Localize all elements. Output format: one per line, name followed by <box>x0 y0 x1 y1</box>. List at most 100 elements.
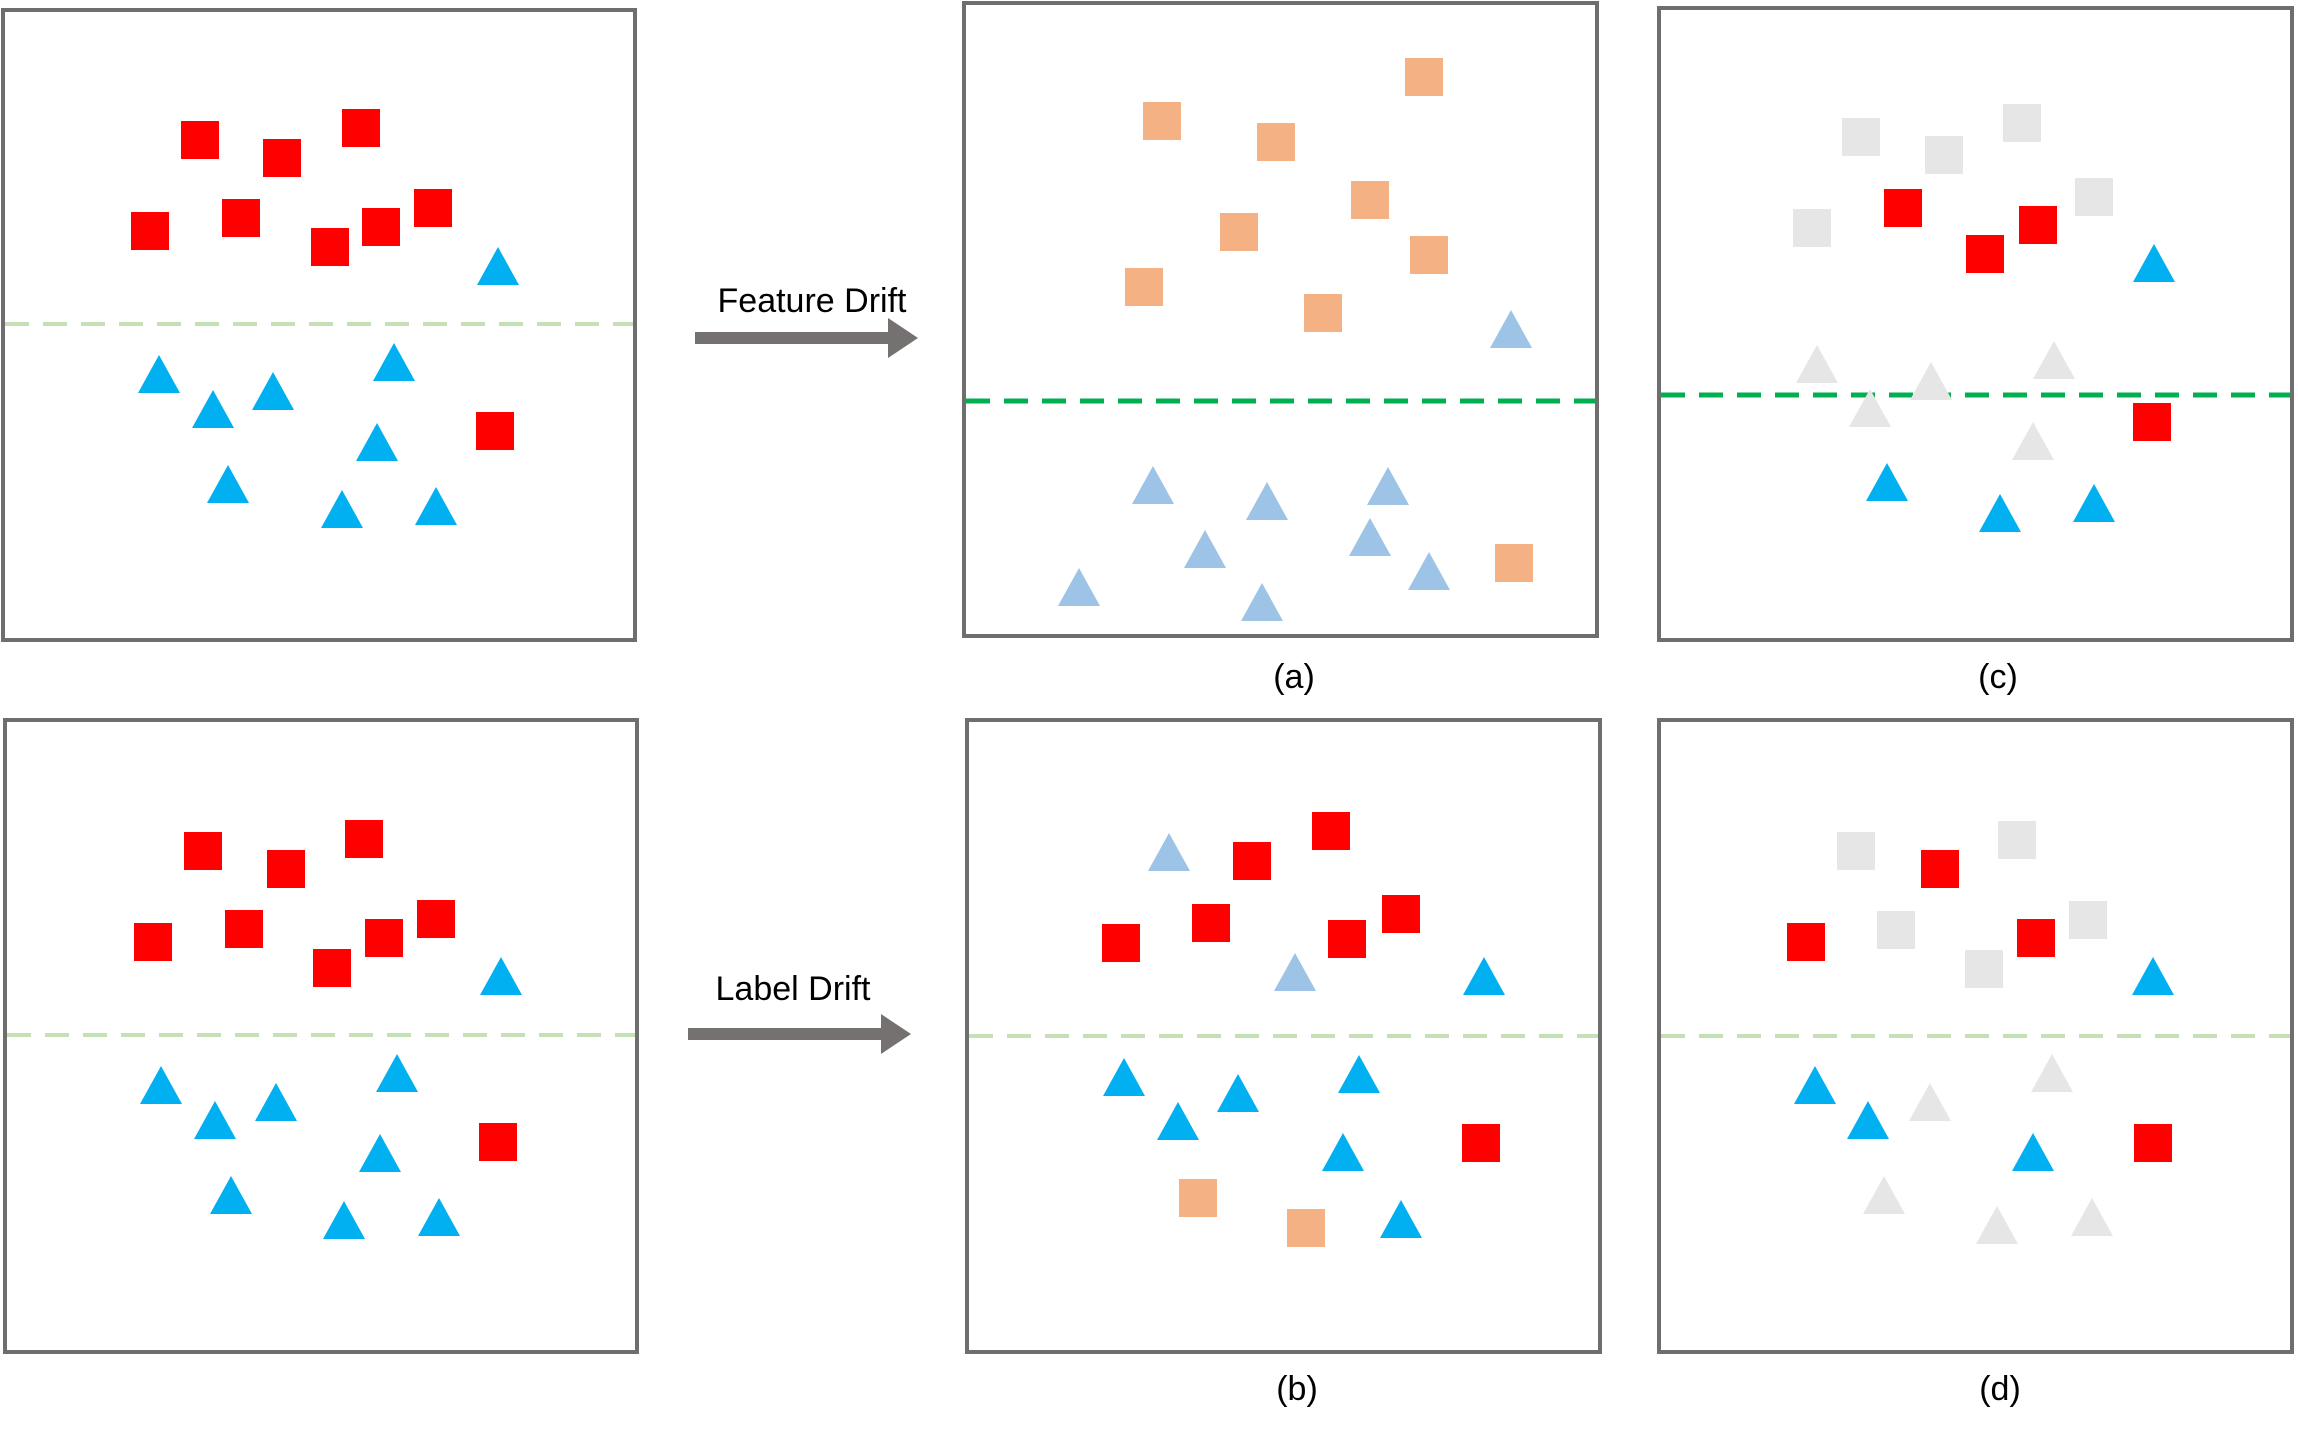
panel-c-square-marker <box>2019 206 2057 244</box>
panel-d-triangle-marker <box>1847 1101 1889 1139</box>
original-top-square-marker <box>222 199 260 237</box>
panel-c-faded-square-marker <box>1793 209 1831 247</box>
panel-d-triangle-marker <box>2012 1133 2054 1171</box>
panel-d-faded-square-marker <box>2069 901 2107 939</box>
panel-b-drifted-triangle-marker <box>1274 953 1316 991</box>
panel-b-square-marker <box>1192 904 1230 942</box>
original-bottom-square-marker <box>267 850 305 888</box>
panel-a-square-marker <box>1405 58 1443 96</box>
feature-drift-arrow <box>695 318 918 358</box>
panel-a-triangle-marker <box>1408 552 1450 590</box>
panel-original-top-frame <box>1 8 637 642</box>
original-top-square-marker <box>414 189 452 227</box>
panel-a-triangle-marker <box>1132 466 1174 504</box>
original-top-square-marker <box>263 139 301 177</box>
panel-b-triangle-marker <box>1217 1074 1259 1112</box>
panel-c-triangle-marker <box>1979 494 2021 532</box>
panel-c-triangle-marker <box>2133 244 2175 282</box>
feature-drift-label: Feature Drift <box>718 282 907 320</box>
panel-d-square-marker <box>1787 923 1825 961</box>
original-bottom-triangle-marker <box>359 1134 401 1172</box>
panel-d-faded-triangle-marker <box>2071 1198 2113 1236</box>
original-top-triangle-marker <box>415 487 457 525</box>
panel-c-faded-square-marker <box>2075 178 2113 216</box>
panel-d-faded-triangle-marker <box>1863 1176 1905 1214</box>
panel-c-square-marker <box>2133 403 2171 441</box>
original-bottom-triangle-marker <box>480 957 522 995</box>
original-bottom-square-marker <box>225 910 263 948</box>
panel-b-drifted-triangle-marker <box>1148 833 1190 871</box>
panel-d-faded-square-marker <box>1837 832 1875 870</box>
original-bottom-square-marker <box>345 820 383 858</box>
original-top-square-marker <box>342 109 380 147</box>
panel-d-triangle-marker <box>2132 957 2174 995</box>
panel-b-triangle-marker <box>1463 957 1505 995</box>
panel-c-square-marker <box>1966 235 2004 273</box>
original-bottom-square-marker <box>417 900 455 938</box>
original-bottom-square-marker <box>134 923 172 961</box>
original-top-triangle-marker <box>477 247 519 285</box>
panel-d-faded-square-marker <box>1965 950 2003 988</box>
panel-a-triangle-marker <box>1349 518 1391 556</box>
original-bottom-triangle-marker <box>323 1201 365 1239</box>
panel-d-square-marker <box>1921 850 1959 888</box>
original-top-square-marker <box>311 228 349 266</box>
panel-c-faded-triangle-marker <box>1910 362 1952 400</box>
panel-c-faded-square-marker <box>1842 118 1880 156</box>
panel-a-triangle-marker <box>1246 482 1288 520</box>
panel-d-triangle-marker <box>1794 1066 1836 1104</box>
original-bottom-triangle-marker <box>376 1054 418 1092</box>
panel-c-faded-triangle-marker <box>1796 345 1838 383</box>
original-bottom-triangle-marker <box>418 1198 460 1236</box>
panel-b-triangle-marker <box>1103 1058 1145 1096</box>
original-top-triangle-marker <box>356 423 398 461</box>
label-drift-label: Label Drift <box>716 970 872 1008</box>
original-bottom-square-marker <box>184 832 222 870</box>
panel-b-drifted-square-marker <box>1287 1209 1325 1247</box>
panel-b-square-marker <box>1462 1124 1500 1162</box>
original-top-triangle-marker <box>252 372 294 410</box>
original-top-square-marker <box>362 208 400 246</box>
panel-d-frame <box>1657 718 2294 1354</box>
panel-d-faded-triangle-marker <box>1976 1206 2018 1244</box>
original-bottom-square-marker <box>365 919 403 957</box>
panel-b-frame <box>965 718 1602 1354</box>
panel-a-triangle-marker <box>1367 467 1409 505</box>
panel-a-frame <box>962 1 1599 638</box>
label-drift-arrow <box>688 1014 911 1054</box>
panel-c-faded-triangle-marker <box>1849 389 1891 427</box>
panel-a-square-marker <box>1495 544 1533 582</box>
panel-c-faded-square-marker <box>2003 104 2041 142</box>
panel-b-drifted-square-marker <box>1179 1179 1217 1217</box>
original-top-triangle-marker <box>373 343 415 381</box>
panel-b-square-marker <box>1328 920 1366 958</box>
panel-c-triangle-marker <box>2073 484 2115 522</box>
panel-c-faded-triangle-marker <box>2033 341 2075 379</box>
panel-original-bottom-frame <box>3 718 639 1354</box>
panel-d-faded-square-marker <box>1877 911 1915 949</box>
panel-c-square-marker <box>1884 189 1922 227</box>
panel-b-triangle-marker <box>1322 1133 1364 1171</box>
panel-c-faded-triangle-marker <box>2012 422 2054 460</box>
caption-a: (a) <box>1273 658 1315 696</box>
original-bottom-triangle-marker <box>140 1066 182 1104</box>
original-top-triangle-marker <box>207 465 249 503</box>
original-top-triangle-marker <box>138 355 180 393</box>
panel-a-triangle-marker <box>1058 568 1100 606</box>
original-top-triangle-marker <box>192 390 234 428</box>
panel-a-square-marker <box>1220 213 1258 251</box>
panel-c-faded-square-marker <box>1925 136 1963 174</box>
panel-c-frame <box>1657 6 2294 642</box>
caption-c: (c) <box>1978 658 2018 696</box>
panel-a-square-marker <box>1304 294 1342 332</box>
panel-b-triangle-marker <box>1338 1055 1380 1093</box>
panel-d-square-marker <box>2134 1124 2172 1162</box>
original-bottom-square-marker <box>313 949 351 987</box>
panel-b-triangle-marker <box>1380 1200 1422 1238</box>
original-top-triangle-marker <box>321 490 363 528</box>
panel-d-square-marker <box>2017 919 2055 957</box>
panel-a-triangle-marker <box>1490 310 1532 348</box>
original-bottom-triangle-marker <box>194 1101 236 1139</box>
panel-b-triangle-marker <box>1157 1102 1199 1140</box>
panel-d-faded-triangle-marker <box>1909 1083 1951 1121</box>
